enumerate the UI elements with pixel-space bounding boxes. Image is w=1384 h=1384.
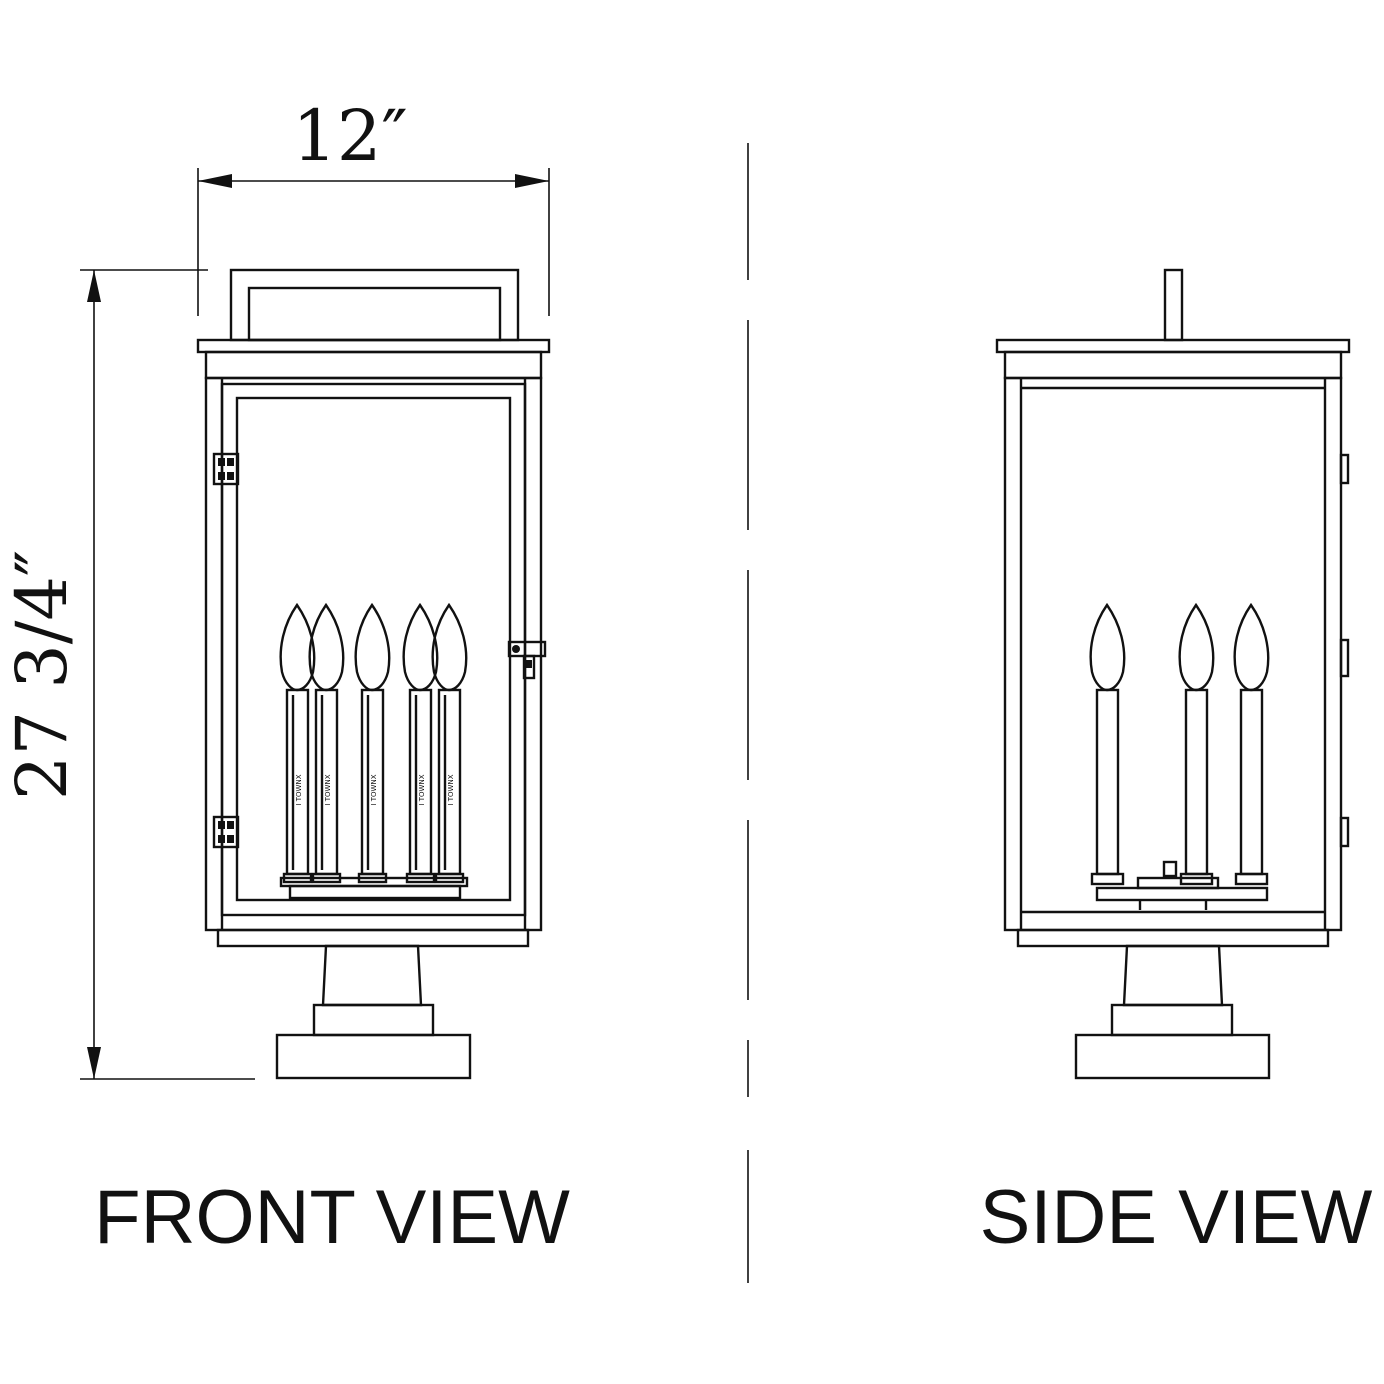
front-candle-4-text: I TOWNX — [418, 774, 426, 805]
side-hinge-top — [1339, 453, 1350, 485]
front-post-neck — [321, 944, 423, 1007]
front-candle-1-text: I TOWNX — [295, 774, 303, 805]
front-candle-4: I TOWNX — [402, 602, 439, 884]
side-post-collar — [1110, 1003, 1234, 1037]
side-candle-tray — [1095, 860, 1269, 910]
front-top-handle — [229, 268, 520, 342]
front-cap — [196, 338, 551, 354]
front-candle-1: I TOWNX — [279, 602, 316, 884]
front-body-frame — [204, 376, 543, 932]
front-door-glass — [235, 396, 512, 902]
front-post-base — [275, 1033, 472, 1080]
height-dimension: 27 3/4″ — [1, 269, 255, 1080]
front-hinge-bottom — [212, 815, 240, 849]
side-post-base — [1074, 1033, 1271, 1080]
side-candle-2 — [1178, 602, 1215, 886]
side-hinge-bottom — [1339, 816, 1350, 848]
side-latch — [1339, 638, 1350, 678]
side-cap-band — [1003, 350, 1343, 380]
front-view-label: FRONT VIEW — [94, 1175, 570, 1260]
front-bottom-band — [216, 928, 530, 948]
width-dimension: 12″ — [197, 95, 550, 316]
front-candle-3: I TOWNX — [354, 602, 391, 884]
front-post-collar — [312, 1003, 435, 1037]
height-arrow-bottom — [87, 1047, 101, 1079]
width-label: 12″ — [292, 95, 407, 177]
side-view-lantern — [995, 268, 1351, 1080]
front-candle-3-text: I TOWNX — [370, 774, 378, 805]
side-candle-3 — [1233, 602, 1270, 886]
front-candle-2-text: I TOWNX — [324, 774, 332, 805]
front-hinge-top — [212, 452, 240, 486]
side-top-stem — [1163, 268, 1184, 342]
width-arrow-right — [515, 174, 549, 188]
front-door-latch — [507, 640, 547, 680]
width-arrow-left — [198, 174, 232, 188]
side-post-neck — [1122, 944, 1224, 1007]
front-cap-band — [204, 350, 543, 380]
front-candle-5-text: I TOWNX — [447, 774, 455, 805]
front-view-lantern: I TOWNX I TOWNX I TOWNX I TOWNX — [196, 268, 551, 1080]
side-view-label: SIDE VIEW — [980, 1175, 1373, 1260]
front-candle-2: I TOWNX — [308, 602, 345, 884]
side-body-frame — [1003, 376, 1343, 932]
side-cap — [995, 338, 1351, 354]
side-bottom-band — [1016, 928, 1330, 948]
side-candle-1 — [1089, 602, 1126, 886]
front-door-outer — [220, 382, 527, 917]
front-candle-5: I TOWNX — [431, 602, 468, 884]
height-label: 27 3/4″ — [1, 550, 83, 800]
height-arrow-top — [87, 270, 101, 302]
